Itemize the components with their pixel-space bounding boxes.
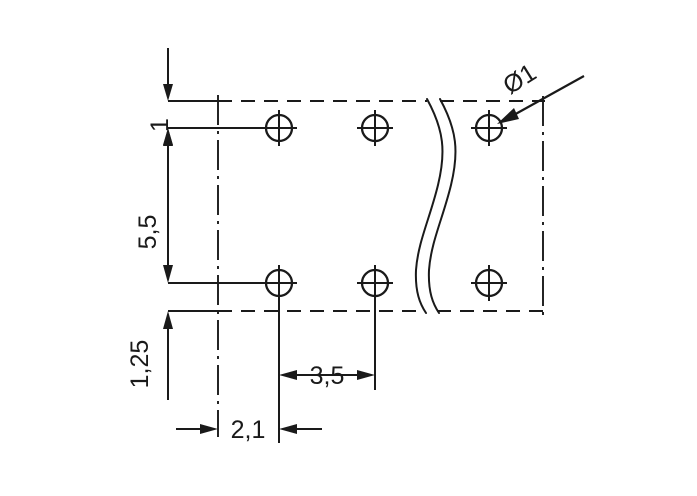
dim-2-1-arrow-left xyxy=(200,424,218,434)
dim-5-5-label: 5,5 xyxy=(134,215,162,250)
dim-2-1-label: 2,1 xyxy=(231,416,266,444)
dimension-5-5-group: 5,5 xyxy=(134,128,279,284)
holes-group xyxy=(261,110,507,301)
dimension-2-1-group: 2,1 xyxy=(176,390,322,444)
diameter-leader-line xyxy=(511,75,585,117)
body-outline-group xyxy=(168,96,545,318)
hole-top-3 xyxy=(471,110,507,146)
dimension-3-5-group: 3,5 xyxy=(278,283,376,390)
dim-2-1-arrow-right xyxy=(279,424,297,434)
break-line-symbol xyxy=(414,98,457,314)
dim-1-arrow-down xyxy=(163,84,173,101)
dim-3-5-arrow-left xyxy=(279,370,297,380)
diameter-leader-arrow xyxy=(497,108,519,124)
dim-1-label: 1 xyxy=(146,118,174,132)
dimension-1-group: 1 xyxy=(146,48,279,145)
dim-1-25-label: 1,25 xyxy=(126,340,154,389)
dim-3-5-arrow-right xyxy=(357,370,375,380)
dimension-1-25-group: 1,25 xyxy=(126,311,173,400)
hole-top-2 xyxy=(357,110,393,146)
dim-3-5-label: 3,5 xyxy=(310,362,345,390)
dim-5-5-arrow-up xyxy=(163,128,173,146)
diameter-callout-group: Ø1 xyxy=(497,59,585,124)
dim-1-25-arrow-up xyxy=(163,311,173,329)
diameter-label: Ø1 xyxy=(498,59,541,100)
dim-5-5-arrow-down xyxy=(163,265,173,283)
hole-bottom-3 xyxy=(471,265,507,301)
